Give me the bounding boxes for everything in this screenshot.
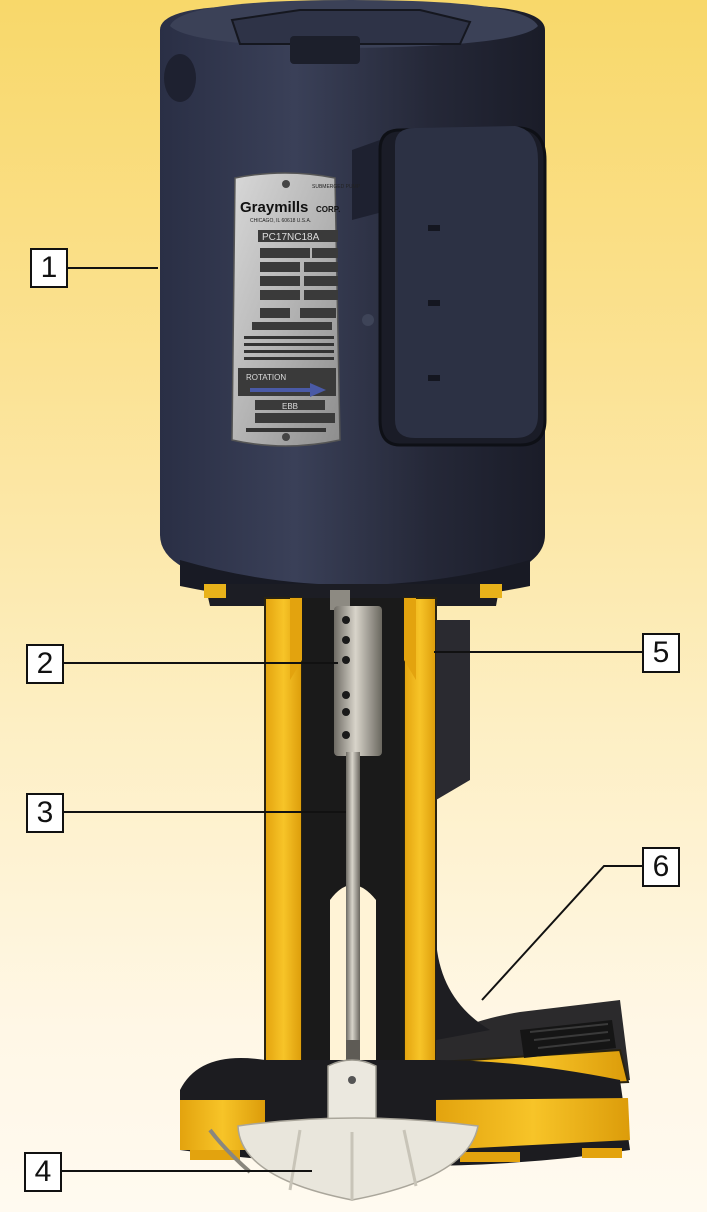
coupling bbox=[334, 606, 382, 756]
nameplate-city: CHICAGO, IL 60618 U.S.A. bbox=[250, 218, 311, 224]
callout-3: 3 bbox=[26, 793, 64, 833]
callout-2: 2 bbox=[26, 644, 64, 684]
nameplate-brand: Graymills bbox=[240, 199, 308, 216]
leader-lines bbox=[62, 267, 642, 1172]
leader-line-6 bbox=[481, 865, 642, 1001]
motor bbox=[160, 0, 547, 604]
nameplate-code: EBB bbox=[282, 402, 298, 411]
nameplate-model: PC17NC18A bbox=[262, 232, 320, 243]
nameplate-corp: CORP. bbox=[316, 205, 340, 214]
nameplate: Graymills CORP. SUBMERGED PUMP CHICAGO, … bbox=[231, 172, 361, 447]
callout-1: 1 bbox=[30, 248, 68, 288]
pump-shaft bbox=[346, 752, 360, 1052]
callout-4: 4 bbox=[24, 1152, 62, 1192]
callout-6: 6 bbox=[642, 847, 680, 887]
motor-shaft-stub bbox=[330, 590, 350, 610]
nameplate-rotation: ROTATION bbox=[246, 373, 286, 382]
callout-5: 5 bbox=[642, 633, 680, 673]
nameplate-submerged: SUBMERGED PUMP bbox=[312, 184, 361, 190]
impeller bbox=[208, 1117, 479, 1201]
rotation-arrow-icon bbox=[250, 383, 326, 397]
